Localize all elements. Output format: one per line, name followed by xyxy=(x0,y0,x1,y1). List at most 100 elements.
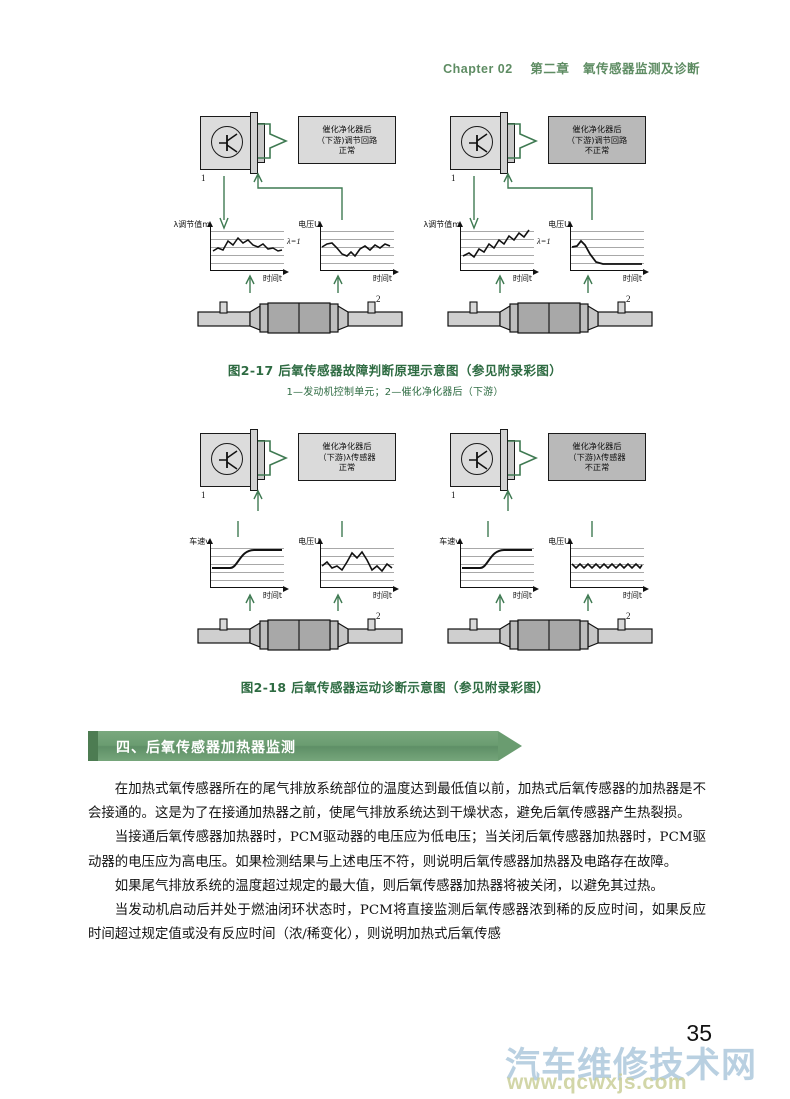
banner-body xyxy=(98,731,498,761)
chart-voltage-normal: 电压U λ=1 时间t xyxy=(287,220,399,283)
converter-icon xyxy=(197,301,403,334)
sensor-index-label: 2 xyxy=(626,294,631,304)
chart-y-label: 电压U xyxy=(298,220,320,229)
header-chapter-label: Chapter 02 xyxy=(443,62,513,76)
chart-waveform xyxy=(571,239,642,265)
chart-x-label: 时间t xyxy=(622,591,642,600)
chart-voltage-normal: 电压U 时间t xyxy=(298,537,399,600)
ecu-index-label: 1 xyxy=(451,490,456,500)
converter-icon xyxy=(447,618,653,651)
chart-y-label: 车速v xyxy=(439,537,460,546)
result-box-normal: 催化净化器后 （下游)调节回路 正常 xyxy=(298,116,396,164)
chart-waveform xyxy=(321,550,393,573)
transistor-icon xyxy=(469,133,488,153)
chart-waveform xyxy=(212,236,283,252)
lambda-marker: λ=1 xyxy=(537,236,551,246)
sensor-index-label: 2 xyxy=(376,611,381,621)
transistor-icon xyxy=(219,133,238,153)
ecu-module-icon: 1 xyxy=(200,112,265,183)
result-line-2: （下游)λ传感器 xyxy=(568,451,626,462)
chart-waveform xyxy=(212,549,282,569)
ecu-symbol-circle xyxy=(211,443,243,475)
chart-y-label: 车速v xyxy=(189,537,210,546)
catalytic-converter-diagram: 2 xyxy=(190,294,410,347)
result-line-1: 催化净化器后 xyxy=(572,440,622,451)
chart-x-label: 时间t xyxy=(262,274,282,283)
catalytic-converter-diagram: 2 xyxy=(190,611,410,664)
header-chapter-title: 氧传感器监测及诊断 xyxy=(582,61,700,76)
chart-plot-area xyxy=(317,221,399,275)
chart-x-label: 时间t xyxy=(372,591,392,600)
chart-x-label: 时间t xyxy=(512,274,532,283)
body-text: 在加热式氧传感器所在的尾气排放系统部位的温度达到最低值以前，加热式后氧传感器的加… xyxy=(88,778,706,947)
catalytic-converter-diagram: 2 xyxy=(440,294,660,347)
connector-lines xyxy=(237,489,343,611)
chart-waveform xyxy=(571,562,643,570)
chart-lambda-abnormal: λ调节值m 时间t xyxy=(423,220,539,283)
ecu-index-label: 1 xyxy=(201,173,206,183)
chart-y-label: λ调节值m xyxy=(423,220,460,229)
ecu-index-label: 1 xyxy=(451,173,456,183)
flow-arrow-icon xyxy=(256,437,300,479)
chart-plot-area xyxy=(457,538,539,592)
chart-x-label: 时间t xyxy=(512,591,532,600)
chart-y-label: 电压U xyxy=(548,220,570,229)
result-box-abnormal: 催化净化器后 （下游)调节回路 不正常 xyxy=(548,116,646,164)
figure-2-17-caption: 图2-17 后氧传感器故障判断原理示意图（参见附录彩图） xyxy=(227,363,563,378)
paragraph-1: 在加热式氧传感器所在的尾气排放系统部位的温度达到最低值以前，加热式后氧传感器的加… xyxy=(88,782,706,822)
chart-voltage-abnormal: 电压U 时间t xyxy=(548,537,649,600)
transistor-icon xyxy=(219,450,238,470)
paragraph-2: 当接通后氧传感器加热器时，PCM驱动器的电压应为低电压；当关闭后氧传感器加热器时… xyxy=(88,830,706,870)
flow-arrow-icon xyxy=(506,120,550,162)
ecu-symbol-circle xyxy=(211,126,243,158)
ecu-index-label: 1 xyxy=(201,490,206,500)
chart-waveform xyxy=(462,549,532,569)
result-line-2: （下游)调节回路 xyxy=(566,134,628,145)
connector-lines xyxy=(219,172,343,293)
section-heading-banner: 四、后氧传感器加热器监测 xyxy=(88,731,533,761)
ecu-symbol-circle xyxy=(461,126,493,158)
result-line-1: 催化净化器后 xyxy=(322,123,372,134)
result-box-normal: 催化净化器后 （下游)λ传感器 正常 xyxy=(298,433,396,481)
lambda-marker: λ=1 xyxy=(287,236,301,246)
result-line-1: 催化净化器后 xyxy=(572,123,622,134)
flow-arrow-icon xyxy=(506,437,550,479)
result-line-3: 不正常 xyxy=(584,462,610,473)
paragraph-3: 如果尾气排放系统的温度超过规定的最大值，则后氧传感器加热器将被关闭，以避免其过热… xyxy=(114,878,664,894)
converter-icon xyxy=(197,618,403,651)
flow-arrow-icon xyxy=(256,120,300,162)
result-line-3: 正常 xyxy=(338,462,356,473)
chart-plot-area xyxy=(207,221,289,275)
chart-speed-normal: 车速v 时间t xyxy=(189,537,289,600)
chart-plot-area xyxy=(567,538,649,592)
chart-plot-area xyxy=(317,538,399,592)
chart-plot-area xyxy=(457,221,539,275)
ecu-module-icon: 1 xyxy=(200,429,265,500)
figure-2-17-legend: 1—发动机控制单元；2—催化净化器后（下游） xyxy=(286,387,504,398)
result-line-1: 催化净化器后 xyxy=(322,440,372,451)
chart-voltage-abnormal: 电压U λ=1 时间t xyxy=(537,220,649,283)
figure-2-18-caption: 图2-18 后氧传感器运动诊断示意图（参见附录彩图） xyxy=(240,680,550,695)
chart-x-label: 时间t xyxy=(372,274,392,283)
result-line-3: 不正常 xyxy=(584,145,610,156)
sensor-index-label: 2 xyxy=(376,294,381,304)
sensor-index-label: 2 xyxy=(626,611,631,621)
catalytic-converter-diagram: 2 xyxy=(440,611,660,664)
chart-speed-abnormal: 车速v 时间t xyxy=(439,537,539,600)
connector-lines xyxy=(487,489,593,611)
paragraph-4: 当发动机启动后并处于燃油闭环状态时，PCM将直接监测后氧传感器浓到稀的反应时间，… xyxy=(88,903,706,943)
banner-arrow-tip-icon xyxy=(498,731,522,761)
converter-icon xyxy=(447,301,653,334)
running-header: Chapter 02 第二章 氧传感器监测及诊断 xyxy=(0,58,790,77)
ecu-symbol-circle xyxy=(461,443,493,475)
chart-waveform xyxy=(462,229,530,259)
page-number: 35 xyxy=(686,1020,712,1046)
chart-y-label: 电压U xyxy=(548,537,570,546)
chart-x-label: 时间t xyxy=(622,274,642,283)
chart-y-label: 电压U xyxy=(298,537,320,546)
header-chapter-zh: 第二章 xyxy=(530,61,570,76)
ecu-module-icon: 1 xyxy=(450,429,515,500)
chart-waveform xyxy=(321,242,391,258)
watermark-site-url: www.qcwxjs.com xyxy=(507,1071,688,1094)
result-line-3: 正常 xyxy=(338,145,356,156)
